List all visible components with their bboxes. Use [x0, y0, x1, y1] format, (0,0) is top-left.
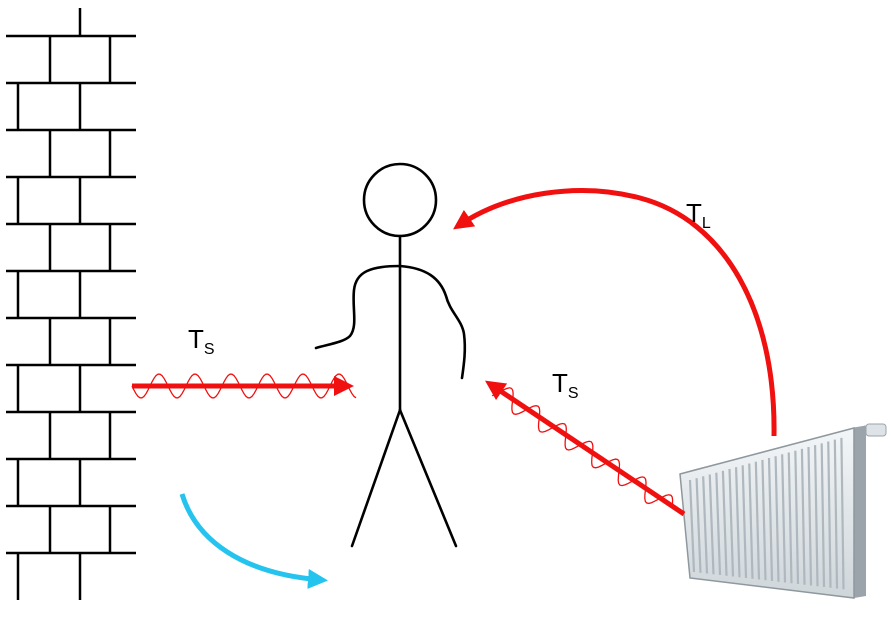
radiator-fin [840, 437, 845, 590]
radiator-fin [800, 448, 806, 585]
radiator-side [854, 426, 866, 598]
radiation-radiator-to-person [485, 380, 686, 517]
radiator-fin [728, 468, 735, 577]
radiator-fin [820, 443, 826, 588]
radiator-fin [807, 446, 813, 586]
stick-figure-icon [314, 162, 467, 548]
radiator-fin [767, 457, 774, 582]
radiator-fin [813, 445, 819, 587]
radiator-fin [827, 441, 832, 588]
brick-wall-icon [6, 8, 136, 600]
radiator-fin [721, 470, 728, 576]
radiation-wall-to-person [131, 373, 357, 399]
figure-left-leg [350, 408, 402, 548]
radiator-fin [715, 472, 722, 576]
label-ts-radiator: TS [552, 368, 579, 402]
radiation-wave-radiator [491, 387, 674, 509]
radiator-fin [702, 476, 709, 574]
radiation-wave-wall [131, 373, 357, 399]
radiator-fin [794, 450, 800, 585]
figure-head [362, 162, 438, 238]
radiator-valve [865, 423, 887, 437]
radiator-fin [781, 454, 787, 583]
radiator-fin [748, 463, 754, 579]
figure-left-arm [314, 264, 402, 350]
radiator-fin [708, 474, 715, 575]
radiator-fin [741, 465, 748, 579]
radiator-fin [734, 467, 741, 578]
figure-right-arm [398, 264, 467, 380]
label-ts-wall: TS [188, 324, 215, 358]
radiation-arrow-radiator [485, 380, 686, 517]
radiator-fin [754, 461, 761, 580]
convection-arrow [179, 493, 328, 589]
longwave-arc-arrow [453, 188, 777, 437]
radiator-fin [688, 479, 696, 573]
radiator-fin [833, 439, 839, 589]
radiator-fin [787, 452, 793, 584]
figure-right-leg [398, 408, 458, 548]
radiator-fin [761, 459, 767, 581]
radiator-fin [774, 456, 780, 582]
radiator-icon [679, 423, 887, 599]
label-tl-radiator: TL [686, 198, 711, 232]
radiator-fins [688, 437, 845, 590]
radiator-fin [695, 478, 702, 573]
